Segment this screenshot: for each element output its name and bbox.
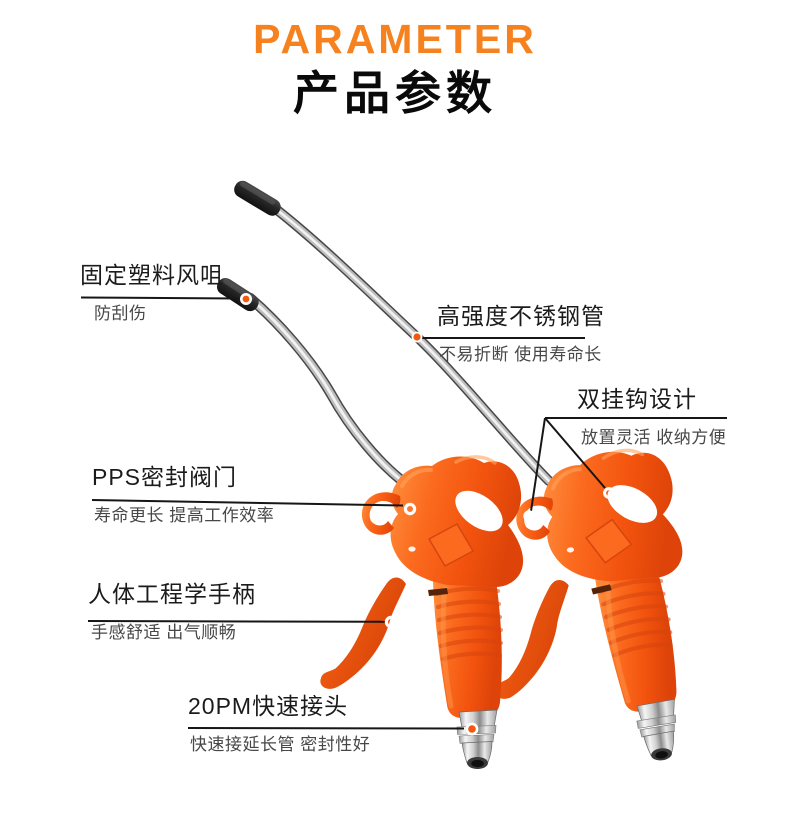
nozzle-tip-long (234, 180, 281, 216)
callout-handle: 人体工程学手柄 手感舒适 出气顺畅 (88, 580, 256, 644)
callout-subtitle-nozzle: 防刮伤 (94, 304, 147, 323)
callout-line-handle (87, 620, 386, 623)
callout-title-nozzle: 固定塑料风咀 (80, 262, 224, 288)
marker-ring-hook-left (523, 510, 535, 522)
callout-subtitle-valve: 寿命更长 提高工作效率 (94, 506, 275, 525)
callout-title-steel-tube: 高强度不锈钢管 (437, 303, 605, 329)
callout-subtitle-handle: 手感舒适 出气顺畅 (91, 623, 237, 642)
callout-double-hook: 双挂钩设计 放置灵活 收纳方便 (577, 385, 726, 449)
marker-dot-connector (465, 722, 479, 736)
callout-line-connector (187, 727, 465, 730)
callout-steel-tube: 高强度不锈钢管 不易折断 使用寿命长 (437, 302, 605, 366)
callout-markers (240, 293, 615, 736)
callout-connector: 20PM快速接头 快速接延长管 密封性好 (188, 692, 370, 756)
page-title-zh: 产品参数 (293, 67, 497, 119)
callout-title-handle: 人体工程学手柄 (88, 581, 256, 607)
callout-subtitle-double-hook: 放置灵活 收纳方便 (581, 428, 727, 447)
steel-tube-short (216, 277, 407, 486)
callout-lines (80, 296, 727, 730)
callout-line-nozzle (80, 296, 239, 300)
marker-dot-nozzle (240, 293, 252, 305)
marker-ring-handle (384, 615, 398, 629)
callout-valve: PPS密封阀门 寿命更长 提高工作效率 (92, 463, 274, 527)
page-title-en: PARAMETER (253, 16, 537, 62)
marker-dot-steel-tube (411, 331, 423, 343)
callout-subtitle-connector: 快速接延长管 密封性好 (190, 735, 371, 754)
callout-title-double-hook: 双挂钩设计 (577, 386, 697, 412)
callout-title-connector: 20PM快速接头 (188, 693, 349, 719)
callout-line-hook-right (544, 417, 606, 489)
callout-nozzle: 固定塑料风咀 防刮伤 (80, 261, 224, 325)
callout-subtitle-steel-tube: 不易折断 使用寿命长 (439, 345, 602, 364)
marker-ring-hook-right (603, 487, 615, 499)
marker-ring-valve (403, 502, 417, 516)
callout-title-valve: PPS密封阀门 (92, 464, 238, 490)
callout-line-valve (91, 499, 404, 507)
callout-line-hook-left (530, 417, 546, 512)
